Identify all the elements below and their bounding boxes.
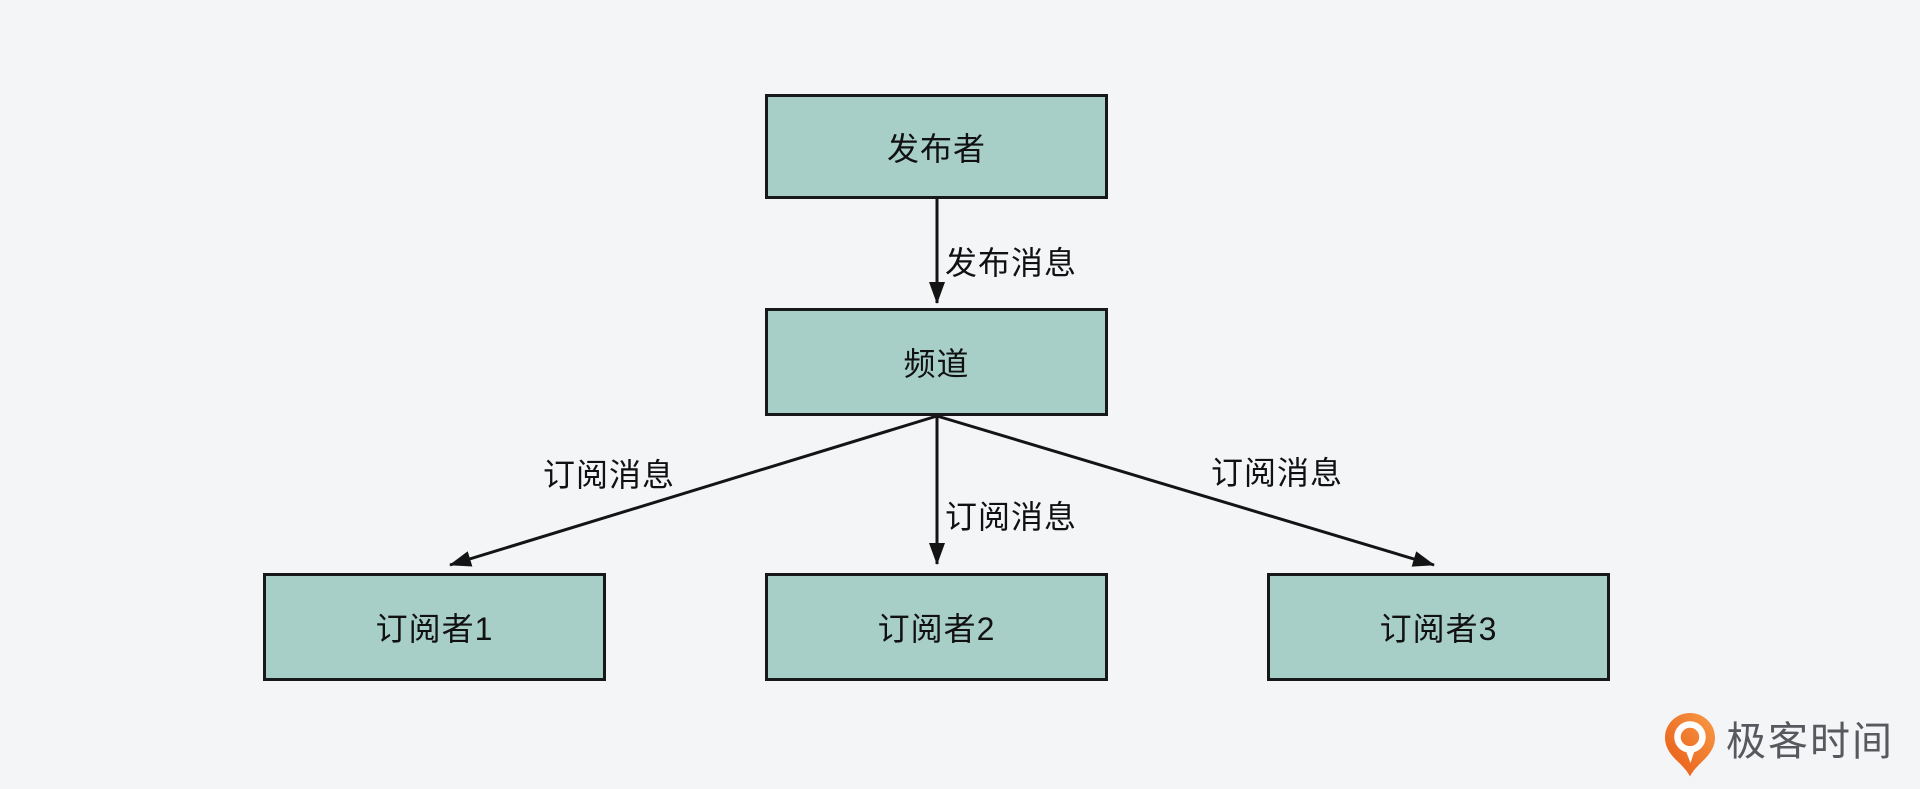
node-publisher-label: 发布者 (886, 130, 986, 167)
node-subscriber1-label: 订阅者1 (375, 611, 494, 647)
geektime-watermark: 极客时间 (1664, 712, 1894, 778)
node-subscriber2: 订阅者2 (765, 573, 1108, 681)
geektime-logo-icon (1665, 713, 1715, 777)
geektime-logo-text: 极客时间 (1726, 720, 1894, 764)
node-subscriber2-label: 订阅者2 (877, 611, 996, 647)
node-channel: 频道 (765, 308, 1108, 416)
node-subscriber3-label: 订阅者3 (1379, 611, 1498, 647)
node-publisher: 发布者 (765, 94, 1108, 199)
node-channel-label: 频道 (903, 346, 970, 382)
edge-label-subscribe-message-right: 订阅消息 (1211, 455, 1344, 491)
edge-channel-to-subscriber3 (936, 414, 1435, 567)
edge-channel-to-subscriber1 (449, 414, 938, 567)
node-subscriber3: 订阅者3 (1267, 573, 1610, 681)
edge-label-subscribe-message-middle: 订阅消息 (945, 499, 1078, 535)
node-subscriber1: 订阅者1 (263, 573, 606, 681)
edge-label-subscribe-message-left: 订阅消息 (543, 457, 676, 493)
edge-label-publish-message: 发布消息 (945, 245, 1078, 281)
